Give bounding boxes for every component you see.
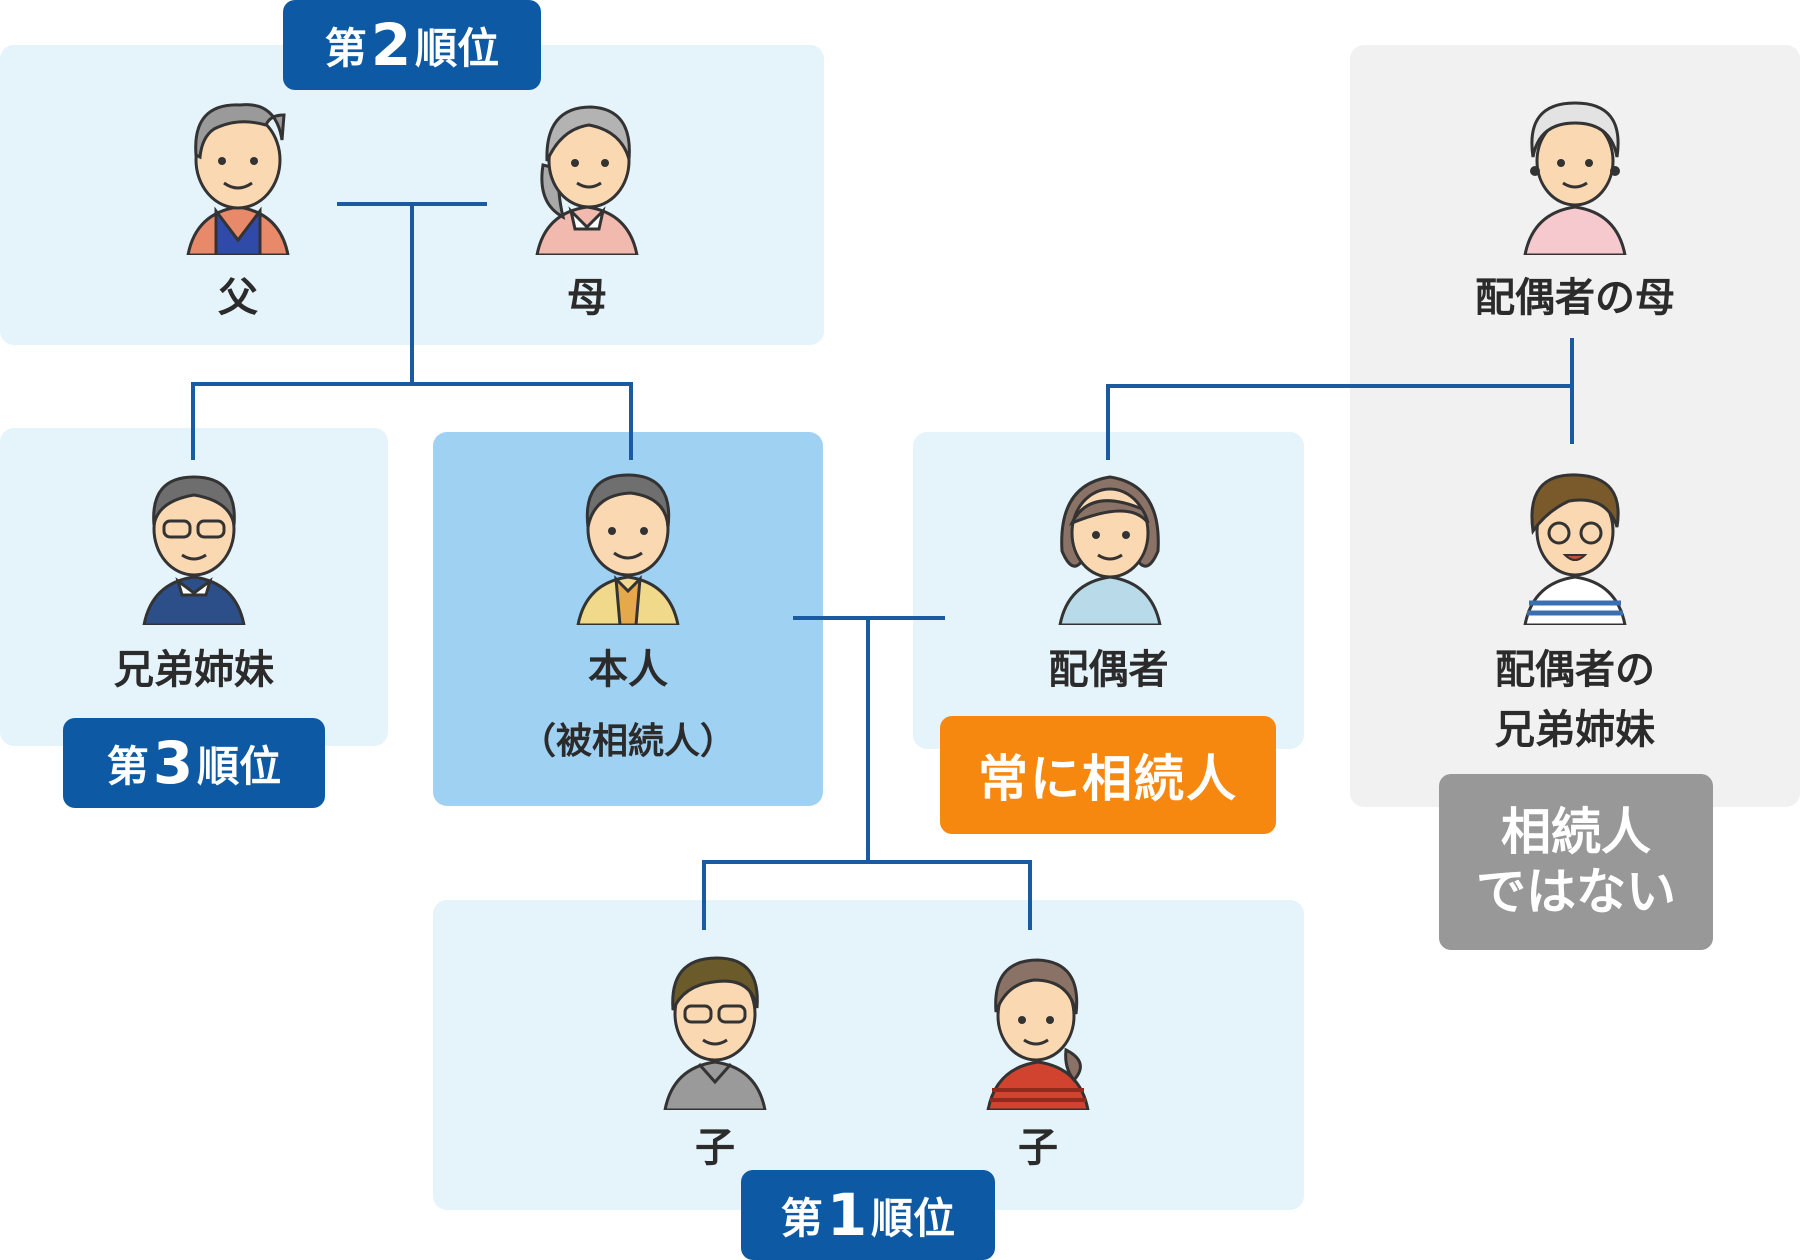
spouse-mother-label: 配偶者の母 (1475, 275, 1675, 321)
child2-drop-line (1028, 860, 1032, 930)
self-avatar (576, 473, 680, 625)
not-heir-badge: 相続人 ではない (1439, 774, 1713, 950)
siblings-avatar (142, 475, 246, 625)
spouse-mother-avatar (1523, 101, 1627, 255)
parents-vertical-line (410, 202, 414, 384)
rank1-suffix: 順位 (871, 1193, 956, 1243)
rank3-prefix: 第 (106, 741, 149, 791)
father-label: 父 (218, 275, 258, 321)
siblings-label: 兄弟姉妹 (114, 647, 274, 693)
children-horizontal-line (702, 860, 1032, 864)
rank1-prefix: 第 (780, 1193, 823, 1243)
spouse-mother-vertical-line (1570, 338, 1574, 444)
self-label: 本人 (588, 647, 668, 693)
child2-label: 子 (1018, 1125, 1058, 1171)
rank2-suffix: 順位 (415, 23, 500, 73)
siblings-drop-line (191, 382, 195, 460)
mother-avatar (535, 105, 639, 255)
spouse-avatar (1058, 475, 1162, 625)
child2-avatar (986, 958, 1090, 1110)
child1-label: 子 (695, 1125, 735, 1171)
child1-drop-line (702, 860, 706, 930)
spouse-label: 配偶者 (1048, 647, 1169, 693)
rank3-number: 3 (152, 729, 194, 797)
spouse-sibling-avatar (1523, 473, 1627, 625)
mother-label: 母 (567, 275, 607, 321)
father-avatar (186, 103, 290, 255)
marriage-vertical-line (866, 616, 870, 864)
rank2-number: 2 (370, 11, 412, 79)
spouse-drop-line (1106, 384, 1110, 460)
child1-avatar (663, 956, 767, 1110)
spouse-siblings-label: 配偶者の 兄弟姉妹 (1495, 647, 1655, 753)
rank2-prefix: 第 (324, 23, 367, 73)
rank1-number: 1 (826, 1181, 868, 1249)
spouse-family-horizontal-line (1106, 384, 1574, 388)
self-drop-line (629, 382, 633, 460)
rank3-suffix: 順位 (197, 741, 282, 791)
children-panel (433, 900, 1304, 1210)
siblings-horizontal-line (191, 382, 633, 386)
self-note-label: （被相続人） (519, 721, 736, 762)
always-heir-badge: 常に相続人 (940, 716, 1276, 834)
